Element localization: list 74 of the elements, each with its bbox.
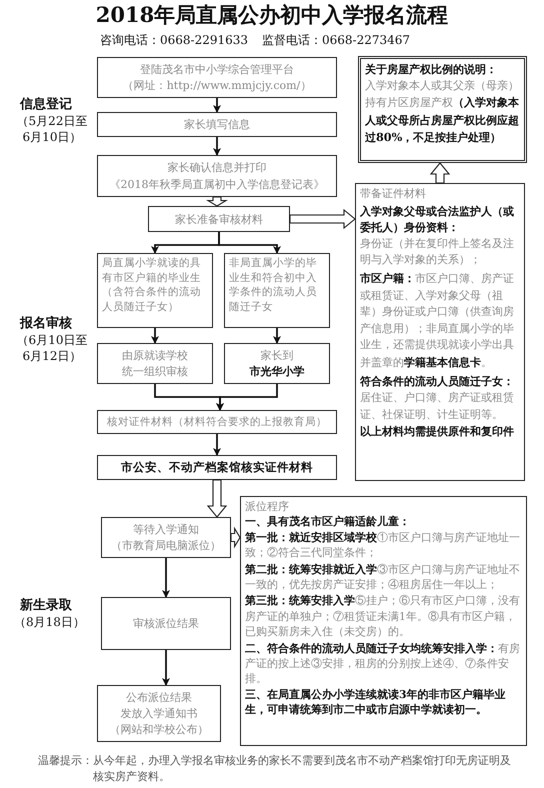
arrow [162,650,170,686]
arrow [213,434,221,456]
arrow [216,384,278,411]
box-text: 第三批：统筹安排入学⑤挂户；⑥只有市区户口簿，没有房产证的单独户；⑦租赁证未满1年。⑧具有市区户籍，已购买新房未入住（未交房）的。 [245,593,521,640]
box-text: 局直属小学就读的具有市区户籍的毕业生（含符合条件的流动人员随迁子女） [102,256,202,314]
process-box [97,410,337,434]
box-heading: 关于房屋产权比例的说明： [365,61,498,78]
box-text: 家长到市光华小学 [248,348,306,380]
box-heading: 带备证件材料 [360,186,427,202]
box-text: 市区户籍：市区户口簿、房产证或租赁证、入学对象父母（祖辈）身份证或户口簿（供查询房产信息用）；非局直属小学的毕业生，还需提供现就读小学出具并盖章的学籍基本信息卡。 [360,270,515,371]
process-box [97,685,221,742]
process-box [97,253,213,328]
hollow-arrow [230,526,241,548]
process-box [101,597,231,650]
box-text: 登陆茂名市中小学综合管理平台 [139,62,295,78]
box-text: 审核派位结果 [132,616,200,631]
box-text: 等待入学通知 [132,522,200,538]
box-text: 公布派位结果 [125,690,193,706]
box-text: 家长确认信息并打印 [166,160,268,176]
notes-box [240,496,527,746]
process-box [101,517,231,558]
hollow-arrow [206,479,228,518]
stage-label: 信息登记 [20,97,72,113]
notes-box [358,56,527,163]
box-text: 符合条件的流动人员随迁子女：居住证、户口簿、房产证或租赁证、社保证明、计生证明等。 [360,372,515,423]
phone-number: 咨询电话：0668-2291633 [100,32,248,48]
arrow [213,98,221,113]
process-box [148,206,290,232]
box-text: 三、在局直属公办小学连续就读3年的非市区户籍毕业生，可申请统筹到市二中或市启源中学就读初一。 [245,686,507,718]
process-box [97,112,337,137]
stage-date: （5月22日至6月10日） [16,113,88,145]
box-text: 身份证（并在复印件上签名及注明与入学对象的关系）； [360,236,515,268]
box-text: 核对证件材料（材料符合要求的上报教育局） [106,414,328,430]
note-text: 从今年起，办理入学报名审核业务的家长不需要到茂名市不动产档案馆打印无房证明及核实房产资料。 [93,753,512,785]
box-text: （市教育局电脑派位） [110,538,222,554]
box-text: 第一批：就近安排区域学校①市区户口簿与房产证地址一致；②符合三代同堂条件； [245,530,521,561]
stage-label: 报名审核 [20,316,72,332]
arrow [273,328,281,344]
box-heading: 派位程序 [245,499,290,514]
notes-box [355,183,525,481]
hollow-arrow [430,162,450,184]
process-box [97,343,213,384]
box-text: （网址：http://www.mmjcjy.com/） [122,78,312,94]
process-box [97,455,337,480]
hollow-arrow [289,208,356,230]
box-text: 发放入学通知书 [120,706,198,722]
box-text: 市公安、不动产档案馆核实证件材料 [120,460,314,475]
box-text: 以上材料均需提供原件和复印件 [360,423,515,440]
stage-date: （6月10日至6月12日） [16,332,88,364]
stage-date: （8月18日） [14,614,85,630]
process-box [97,155,337,197]
arrow [162,558,170,598]
box-text: 家长填写信息 [183,117,251,132]
box-text: 入学对象本人或其父亲（母亲）持有片区房屋产权（入学对象本人或父母所占房屋产权比例应超过80%，不足按挂户处理） [365,78,520,146]
title: 2018年局直属公办初中入学报名流程 [94,2,450,28]
hollow-arrow [206,196,228,207]
box-text: 一、具有茂名市区户籍适龄儿童： [245,514,411,530]
process-box [224,343,330,384]
process-box [97,57,337,98]
note-label: 温馨提示： [38,753,93,769]
box-text: 由原就读学校统一组织审核 [121,348,189,380]
stage-label: 新生录取 [20,598,72,614]
box-text: 入学对象父母或合法监护人（或委托人）身份资料： [360,202,515,236]
box-text: 非局直属小学的毕业生和符合初中入学条件的流动人员随迁子女 [229,256,318,314]
arrow [213,137,221,156]
box-text: 《2018年秋季局直属初中入学信息登记表》 [108,177,326,193]
process-box [224,253,330,328]
box-text: 第二批：统筹安排就近入学③市区户口簿与房产证地址不一致的，优先按房产证安排；④租房居住一年以上； [245,562,521,592]
box-text: 二、符合条件的流动人员随迁子女均统筹安排入学：有房产证的按上述③安排，租房的分别按上述④、⑦条件安排。 [245,640,521,687]
box-text: （网站和学校公布） [108,722,210,738]
phone-number: 监督电话：0668-2273467 [262,32,410,48]
arrow [151,328,159,344]
arrow [218,232,281,254]
box-text: 家长准备审核材料 [174,212,264,226]
